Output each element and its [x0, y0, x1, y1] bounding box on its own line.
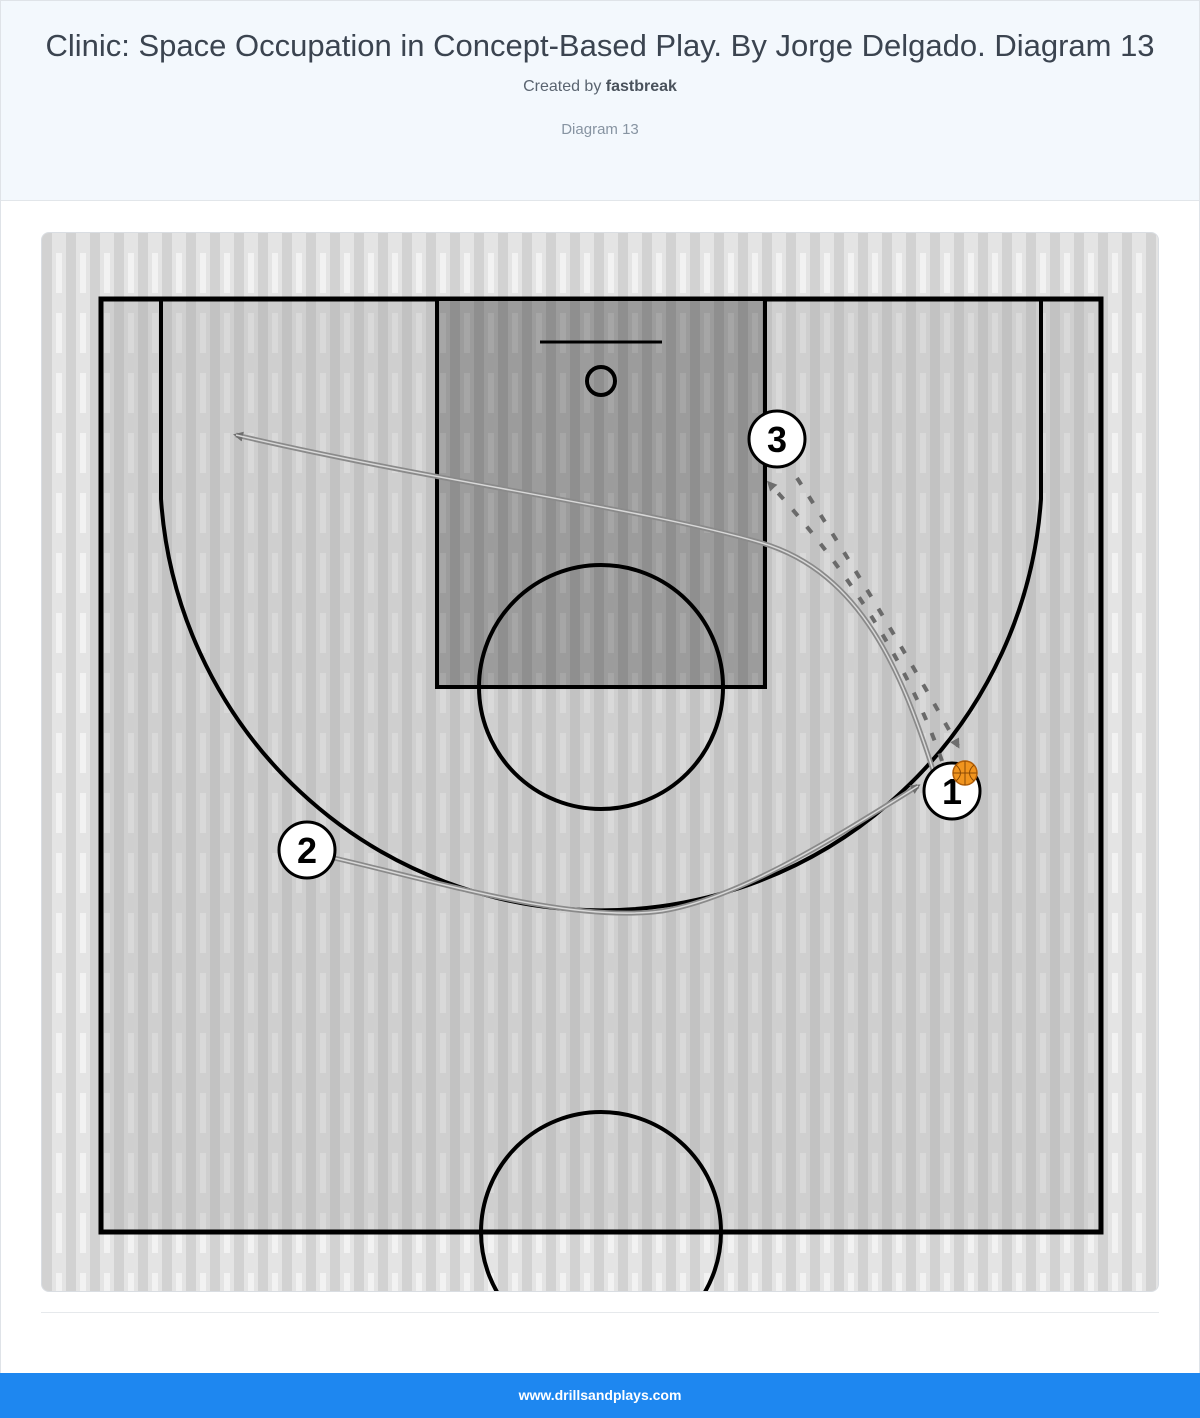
free-throw-circle	[477, 563, 725, 811]
content-divider	[41, 1312, 1159, 1313]
player-2-path-highlight	[333, 785, 919, 914]
player-2-number: 2	[297, 830, 317, 871]
page-title: Clinic: Space Occupation in Concept-Base…	[45, 28, 1155, 63]
player-1-cut-path-highlight	[235, 434, 935, 774]
player-3-number: 3	[767, 419, 787, 460]
creator-line: Created by fastbreak	[1, 78, 1199, 96]
header: Clinic: Space Occupation in Concept-Base…	[1, 1, 1199, 201]
player-2: 2	[277, 820, 337, 880]
footer: www.drillsandplays.com	[0, 1373, 1200, 1418]
diagram-subtitle: Diagram 13	[561, 121, 639, 138]
player-3: 3	[747, 409, 807, 469]
court-diagram: 3 2 1	[42, 233, 1158, 1291]
footer-site-link[interactable]: www.drillsandplays.com	[518, 1387, 682, 1403]
author-name[interactable]: fastbreak	[605, 78, 677, 95]
rim	[585, 365, 617, 397]
center-circle	[479, 1110, 723, 1291]
created-by-label: Created by	[523, 78, 602, 95]
dashed-path-to-1	[795, 476, 960, 749]
diagram-card: 3 2 1	[41, 232, 1159, 1292]
basketball-icon	[952, 760, 978, 786]
paint-area	[435, 297, 767, 689]
